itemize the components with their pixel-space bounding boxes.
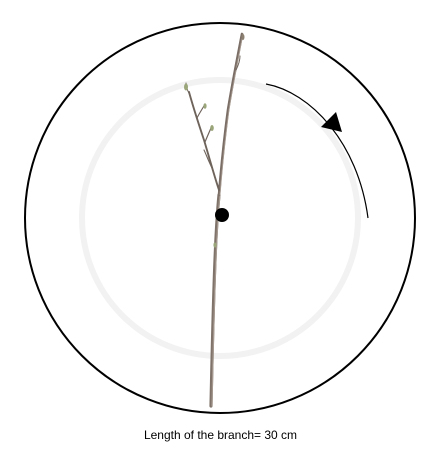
bud — [184, 83, 188, 91]
bud — [241, 34, 245, 40]
twig-3 — [203, 149, 213, 169]
bud — [210, 125, 214, 131]
bud — [213, 242, 217, 248]
twig-5 — [235, 55, 241, 71]
branch-twig — [184, 32, 245, 408]
side-branch — [188, 91, 220, 191]
bud — [203, 103, 207, 109]
branch-length-caption: Length of the branch= 30 cm — [143, 428, 298, 442]
upper-stem-highlight — [219, 33, 244, 196]
inner-halo — [79, 77, 361, 359]
upper-stem — [217, 32, 244, 197]
pivot-dot-icon — [215, 208, 229, 222]
arrow-head — [321, 112, 342, 132]
clockwise-arc-arrow-icon — [265, 83, 369, 219]
rotation-arc — [265, 83, 369, 219]
rotation-circle — [24, 22, 416, 414]
